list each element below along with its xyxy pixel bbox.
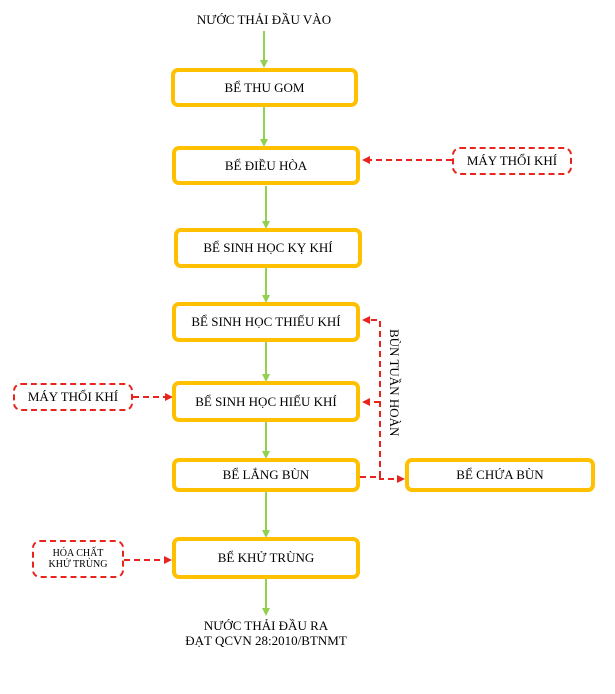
- sludge-to-storage-arrow: [360, 475, 405, 483]
- step-settling-label: BỂ LẮNG BÙN: [222, 467, 310, 482]
- step-anaerobic-label: BỂ SINH HỌC KỴ KHÍ: [203, 240, 333, 255]
- air-blower-label-1: MÁY THỔI KHÍ: [466, 153, 558, 168]
- air-blower-box-2: MÁY THỔI KHÍ: [13, 383, 133, 411]
- output-label-line1: NƯỚC THẢI ĐẦU RA: [203, 618, 329, 633]
- step-disinfection-label: BỂ KHỬ TRÙNG: [217, 550, 315, 565]
- air-blower-box-1: MÁY THỔI KHÍ: [452, 147, 572, 175]
- chemical-label-line2: KHỬ TRÙNG: [48, 559, 108, 570]
- step-collection-tank: BỂ THU GOM: [171, 68, 358, 107]
- step-aerobic-label: BỂ SINH HỌC HIẾU KHÍ: [195, 393, 337, 409]
- chemical-label-line1: HÓA CHẤT: [52, 548, 104, 559]
- step-aerobic-tank: BỂ SINH HỌC HIẾU KHÍ: [172, 381, 360, 422]
- recycle-line: [362, 316, 381, 477]
- step-anoxic-tank: BỂ SINH HỌC THIẾU KHÍ: [172, 302, 360, 342]
- step-anoxic-label: BỂ SINH HỌC THIẾU KHÍ: [191, 314, 341, 329]
- recycled-sludge-label: BÙN TUẦN HOÀN: [387, 329, 402, 437]
- step-anaerobic-tank: BỂ SINH HỌC KỴ KHÍ: [174, 228, 362, 268]
- step-settling-tank: BỂ LẮNG BÙN: [172, 458, 360, 492]
- input-label: NƯỚC THẢI ĐẦU VÀO: [196, 12, 332, 27]
- step-disinfection-tank: BỂ KHỬ TRÙNG: [172, 537, 360, 579]
- step-collection-label: BỂ THU GOM: [224, 79, 305, 95]
- sludge-storage-label: BỂ CHỨA BÙN: [456, 467, 544, 482]
- step-equalization-label: BỂ ĐIỀU HÒA: [224, 157, 308, 173]
- air-blower-label-2: MÁY THỔI KHÍ: [27, 389, 119, 404]
- sludge-storage-tank: BỂ CHỨA BÙN: [405, 458, 595, 492]
- output-label-line2: ĐẠT QCVN 28:2010/BTNMT: [185, 633, 347, 648]
- output-label: NƯỚC THẢI ĐẦU RA ĐẠT QCVN 28:2010/BTNMT: [166, 618, 366, 648]
- disinfection-chemical-box: HÓA CHẤT KHỬ TRÙNG: [32, 540, 124, 578]
- step-equalization-tank: BỂ ĐIỀU HÒA: [172, 146, 360, 185]
